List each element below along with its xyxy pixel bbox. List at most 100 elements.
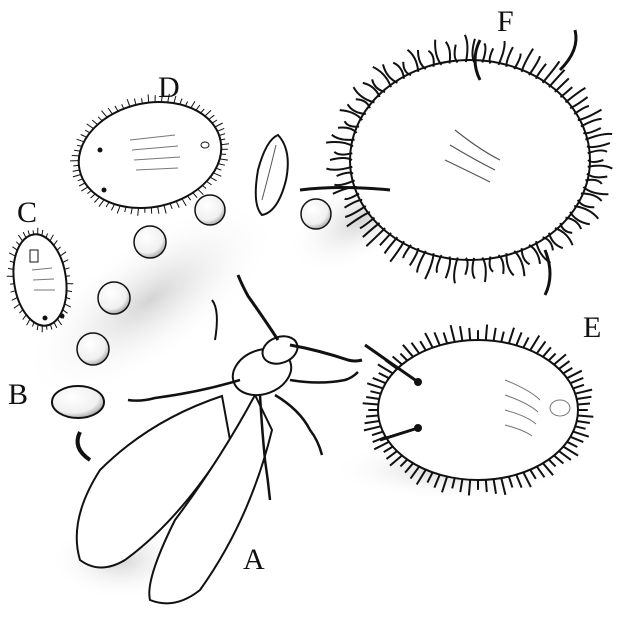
- hair-stroke: [486, 480, 487, 492]
- hair-stroke: [193, 193, 197, 198]
- hair-stroke: [570, 437, 583, 442]
- hair-stroke: [198, 189, 204, 195]
- hair-stroke: [207, 181, 212, 185]
- hair-stroke: [210, 177, 217, 181]
- hair-stroke: [170, 203, 172, 208]
- hair-stroke: [213, 173, 221, 177]
- hair-stroke: [127, 99, 130, 106]
- hair-stroke: [581, 119, 602, 127]
- hair-stroke: [383, 64, 397, 82]
- hair-stroke: [506, 47, 512, 67]
- label-c: C: [17, 198, 37, 228]
- hair-stroke: [134, 99, 136, 105]
- hair-stroke: [92, 120, 97, 125]
- hair-stroke: [587, 143, 610, 147]
- hair-stroke: [23, 315, 27, 320]
- hair-stroke: [218, 164, 225, 166]
- elongated-egg: [256, 135, 288, 215]
- hair-stroke: [563, 368, 572, 374]
- hair-stroke: [434, 332, 439, 345]
- hair-stroke: [530, 336, 539, 351]
- hair-stroke: [585, 134, 612, 140]
- hair-stroke: [403, 245, 411, 258]
- hair-stroke: [66, 276, 70, 277]
- hair-stroke: [367, 383, 383, 388]
- hair-stroke: [85, 130, 90, 133]
- hair-stroke: [574, 206, 598, 219]
- hair-stroke: [549, 354, 556, 361]
- hair-stroke: [588, 150, 607, 153]
- hair-stroke: [567, 371, 582, 379]
- hair-stroke: [205, 110, 211, 116]
- hair-stroke: [54, 240, 58, 245]
- hair-stroke: [73, 175, 81, 177]
- hair-stroke: [13, 247, 18, 251]
- stage-b-eggs: [52, 386, 104, 460]
- hair-stroke: [501, 332, 504, 342]
- hair-stroke: [33, 230, 34, 234]
- hair-stroke: [202, 185, 206, 188]
- label-e: E: [583, 313, 601, 343]
- hair-stroke: [79, 183, 85, 186]
- hair-stroke: [543, 347, 551, 356]
- hair-stroke: [378, 364, 393, 373]
- hair-stroke: [115, 106, 118, 111]
- hair-stroke: [73, 170, 80, 171]
- hair-stroke: [482, 258, 486, 283]
- hair-stroke: [87, 191, 91, 194]
- hair-stroke: [573, 385, 584, 389]
- hair-stroke: [117, 206, 120, 214]
- hair-stroke: [138, 208, 139, 216]
- label-a: A: [243, 545, 265, 575]
- hair-stroke: [437, 255, 442, 273]
- hair-stroke: [91, 194, 96, 198]
- hair-stroke: [578, 404, 590, 405]
- hair-stroke: [583, 128, 600, 133]
- hair-stroke: [217, 128, 224, 131]
- hair-stroke: [577, 397, 592, 399]
- hair-stroke: [81, 187, 88, 191]
- hair-stroke: [555, 79, 569, 92]
- label-d: D: [158, 73, 180, 103]
- hair-stroke: [78, 179, 83, 181]
- hair-stroke: [340, 110, 363, 120]
- hair-stroke: [12, 298, 18, 301]
- hair-stroke: [529, 56, 540, 75]
- hair-stroke: [212, 120, 217, 123]
- hair-stroke: [408, 50, 419, 72]
- hair-stroke: [559, 361, 570, 369]
- hair-stroke: [77, 139, 84, 142]
- hair-stroke: [345, 121, 360, 127]
- hair-stroke: [509, 328, 514, 344]
- hair-stroke: [577, 421, 590, 423]
- hair-stroke: [326, 167, 352, 170]
- hair-stroke: [578, 416, 594, 417]
- hair-stroke: [370, 391, 380, 394]
- stage-c-nymph: [7, 228, 73, 333]
- hair-stroke: [465, 35, 468, 62]
- hair-stroke: [364, 426, 381, 430]
- hair-stroke: [506, 253, 513, 275]
- hair-stroke: [46, 234, 48, 238]
- hair-stroke: [554, 354, 566, 364]
- hair-stroke: [111, 204, 114, 210]
- hair-stroke: [19, 310, 23, 313]
- hair-stroke: [403, 345, 413, 357]
- hair-stroke: [469, 480, 470, 496]
- hair-stroke: [220, 159, 228, 160]
- hair-stroke: [46, 326, 47, 330]
- hair-stroke: [536, 64, 546, 79]
- hair-stroke: [108, 108, 112, 114]
- hair-stroke: [570, 378, 583, 383]
- hair-stroke: [209, 115, 215, 119]
- hair-stroke: [575, 426, 585, 429]
- hair-stroke: [400, 354, 407, 361]
- hair-stroke: [537, 341, 546, 353]
- hair-stroke: [363, 403, 379, 404]
- label-b: B: [8, 380, 28, 410]
- hair-stroke: [486, 325, 487, 341]
- hair-stroke: [420, 341, 426, 350]
- hair-stroke: [523, 337, 528, 347]
- hair-stroke: [560, 87, 572, 97]
- hair-stroke: [326, 142, 353, 146]
